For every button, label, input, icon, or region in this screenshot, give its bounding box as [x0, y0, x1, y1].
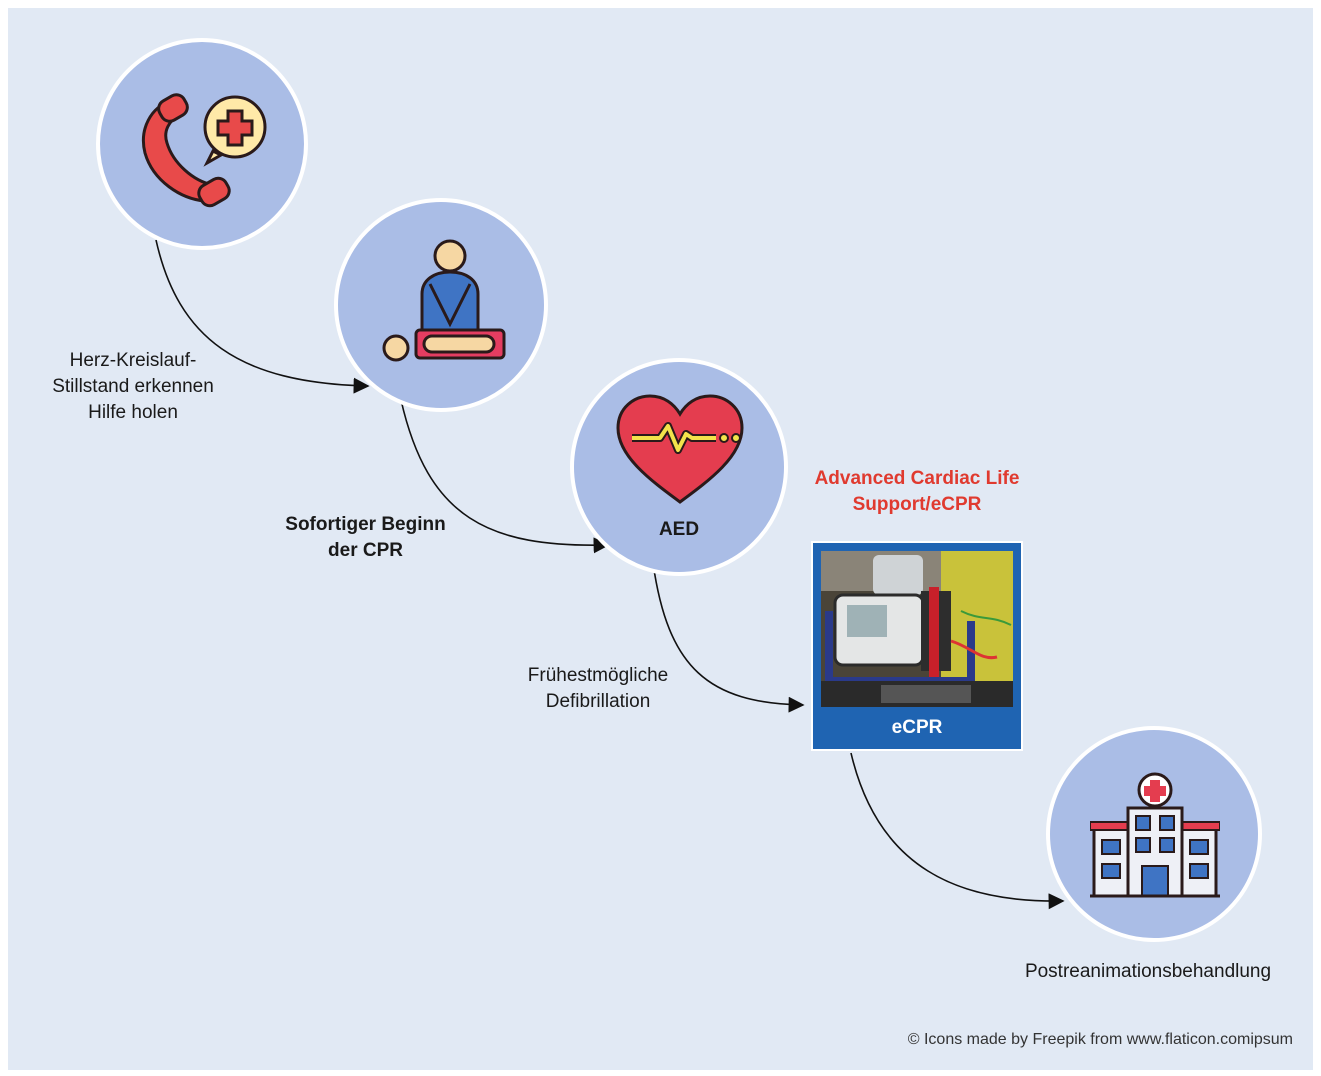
recognize-label-line2: Stillstand erkennen: [52, 376, 214, 397]
recognize-label-line3: Hilfe holen: [88, 402, 178, 423]
arrow-4: [850, 752, 1065, 910]
hospital-icon: [1090, 772, 1220, 898]
arrow-3: [652, 562, 805, 713]
defib-label-line2: Defibrillation: [545, 691, 651, 712]
arrow-1: [155, 239, 370, 394]
cpr-person-icon: [382, 239, 506, 362]
defib-label: Frühestmögliche Defibrillation: [518, 663, 678, 715]
acls-label: Advanced Cardiac Life Support/eCPR: [798, 466, 1036, 518]
cpr-label-line1: Sofortiger Beginn: [285, 514, 446, 535]
credit-text: © Icons made by Freepik from www.flatico…: [907, 1031, 1293, 1048]
cpr-label-line2: der CPR: [328, 540, 403, 561]
recognize-label: Herz-Kreislauf- Stillstand erkennen Hilf…: [48, 348, 218, 426]
aed-badge: AED: [658, 519, 700, 540]
defib-label-line1: Frühestmögliche: [527, 665, 669, 686]
phone-help-icon: [142, 93, 267, 208]
connector-arrows: [155, 239, 1065, 910]
arrow-2: [400, 399, 610, 554]
heart-pulse-icon: [616, 394, 744, 504]
acls-label-line2: Support/eCPR: [852, 494, 982, 515]
acls-label-line1: Advanced Cardiac Life: [814, 468, 1020, 489]
post-label: Postreanimationsbehandlung: [1024, 961, 1272, 982]
ecpr-box: eCPR: [811, 541, 1023, 751]
ecpr-machine-photo: [821, 551, 1013, 707]
diagram-canvas: Herz-Kreislauf- Stillstand erkennen Hilf…: [8, 8, 1313, 1070]
step-recognize-circle: [96, 38, 308, 250]
ecpr-caption: eCPR: [891, 717, 943, 738]
recognize-label-line1: Herz-Kreislauf-: [69, 350, 197, 371]
cpr-label: Sofortiger Beginn der CPR: [278, 512, 453, 564]
